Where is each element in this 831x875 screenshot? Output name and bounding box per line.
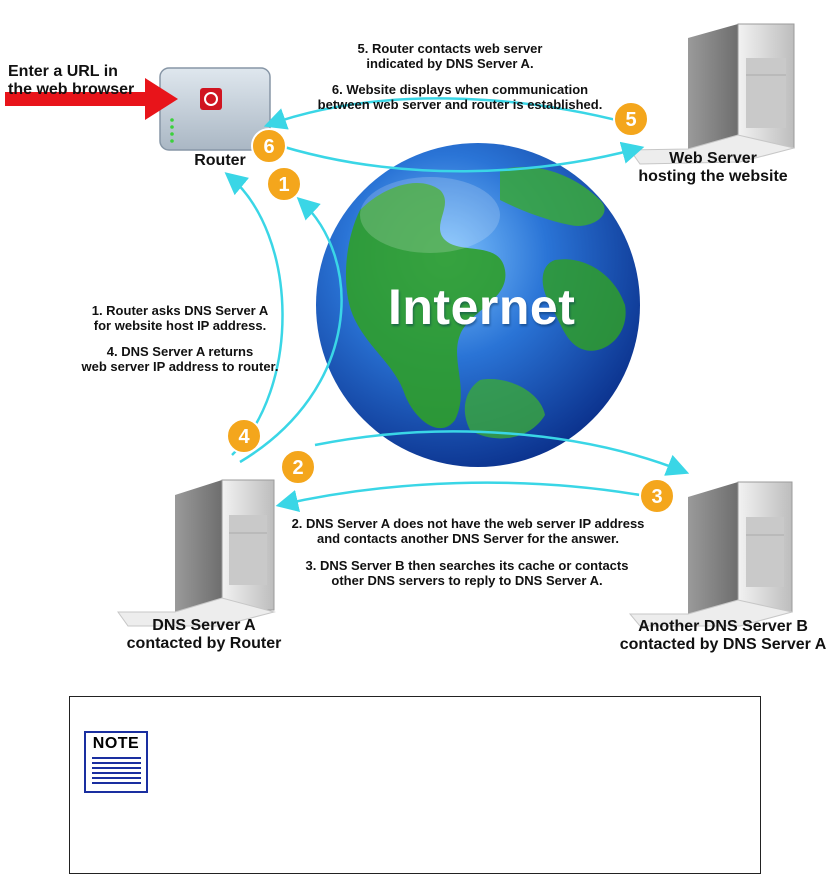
- arrow-step-5: [263, 97, 629, 130]
- caption-step-4-line-2: web server IP address to router.: [81, 359, 279, 374]
- entry-label-line-1: Enter a URL in: [8, 63, 118, 80]
- dns-server-a-device: [117, 479, 276, 627]
- caption-step-5-line-1: 5. Router contacts web server: [357, 41, 543, 56]
- arrow-step-6: [267, 140, 645, 173]
- caption-step-6-line-2: between web server and router is establi…: [317, 97, 603, 112]
- badge-6: 6: [251, 128, 287, 164]
- diagram-graphics: 1 2 3 4 5 6: [5, 23, 795, 627]
- globe: [316, 143, 640, 467]
- arrow-step-2: [314, 430, 690, 476]
- caption-step-6-line-1: 6. Website displays when communication: [331, 82, 589, 97]
- caption-step-1-line-1: 1. Router asks DNS Server A: [91, 303, 269, 318]
- caption-step-5-line-2: indicated by DNS Server A.: [366, 56, 534, 71]
- caption-step-3-line-2: other DNS servers to reply to DNS Server…: [331, 573, 603, 588]
- dns-b-label: Another DNS Server B contacted by DNS Se…: [598, 618, 831, 654]
- note-icon-label: NOTE: [92, 735, 140, 752]
- caption-step-5: 5. Router contacts web server indicated …: [330, 41, 570, 71]
- caption-step-6: 6. Website displays when communication b…: [300, 82, 620, 112]
- router-label: Router: [194, 152, 246, 169]
- svg-text:2: 2: [292, 457, 303, 479]
- svg-text:6: 6: [263, 136, 274, 158]
- svg-text:5: 5: [625, 109, 636, 131]
- entry-arrow: [5, 78, 178, 120]
- web-server-label: Web Server hosting the website: [608, 150, 818, 186]
- arrow-step-3: [275, 481, 641, 512]
- badge-4: 4: [226, 418, 262, 454]
- arrow-step-1: [239, 196, 343, 464]
- badge-1: 1: [266, 166, 302, 202]
- note-icon-line: [92, 782, 141, 784]
- note-icon-line: [92, 762, 141, 764]
- dns-server-b-device: [628, 481, 793, 627]
- internet-label: Internet: [388, 279, 576, 335]
- caption-step-4-line-1: 4. DNS Server A returns: [106, 344, 254, 359]
- entry-label-line-2: the web browser: [8, 81, 135, 98]
- caption-step-2-line-1: 2. DNS Server A does not have the web se…: [291, 516, 645, 531]
- badge-2: 2: [280, 449, 316, 485]
- dns-b-label-line-1: Another DNS Server B: [638, 618, 808, 635]
- web-server-device: [629, 23, 795, 165]
- caption-step-4: 4. DNS Server A returns web server IP ad…: [70, 344, 290, 374]
- note-icon-line: [92, 777, 141, 779]
- svg-text:3: 3: [651, 486, 662, 508]
- web-server-label-line-2: hosting the website: [638, 168, 788, 185]
- dns-a-label-line-1: DNS Server A: [152, 617, 256, 634]
- note-icon-line: [92, 772, 141, 774]
- caption-step-2-line-2: and contacts another DNS Server for the …: [317, 531, 619, 546]
- dns-a-label: DNS Server A contacted by Router: [100, 617, 308, 653]
- note-box: NOTE: [69, 696, 761, 874]
- note-icon: NOTE: [84, 731, 148, 793]
- svg-text:1: 1: [278, 174, 289, 196]
- caption-step-2: 2. DNS Server A does not have the web se…: [270, 516, 666, 546]
- note-icon-line: [92, 767, 141, 769]
- dns-diagram: 1 2 3 4 5 6 Internet Enter a URL in the …: [5, 23, 831, 654]
- caption-step-3: 3. DNS Server B then searches its cache …: [286, 558, 648, 588]
- svg-text:4: 4: [238, 426, 250, 448]
- caption-step-1: 1. Router asks DNS Server A for website …: [70, 303, 290, 333]
- note-icon-line: [92, 757, 141, 759]
- web-server-label-line-1: Web Server: [669, 150, 757, 167]
- router-device: [159, 67, 271, 151]
- caption-step-1-line-2: for website host IP address.: [93, 318, 267, 333]
- entry-label: Enter a URL in the web browser: [8, 63, 134, 99]
- dns-a-label-line-2: contacted by Router: [126, 635, 282, 652]
- badge-3: 3: [639, 478, 675, 514]
- dns-b-label-line-2: contacted by DNS Server A: [619, 636, 827, 653]
- step-badges: 1 2 3 4 5 6: [226, 101, 675, 514]
- caption-step-3-line-1: 3. DNS Server B then searches its cache …: [305, 558, 629, 573]
- badge-5: 5: [613, 101, 649, 137]
